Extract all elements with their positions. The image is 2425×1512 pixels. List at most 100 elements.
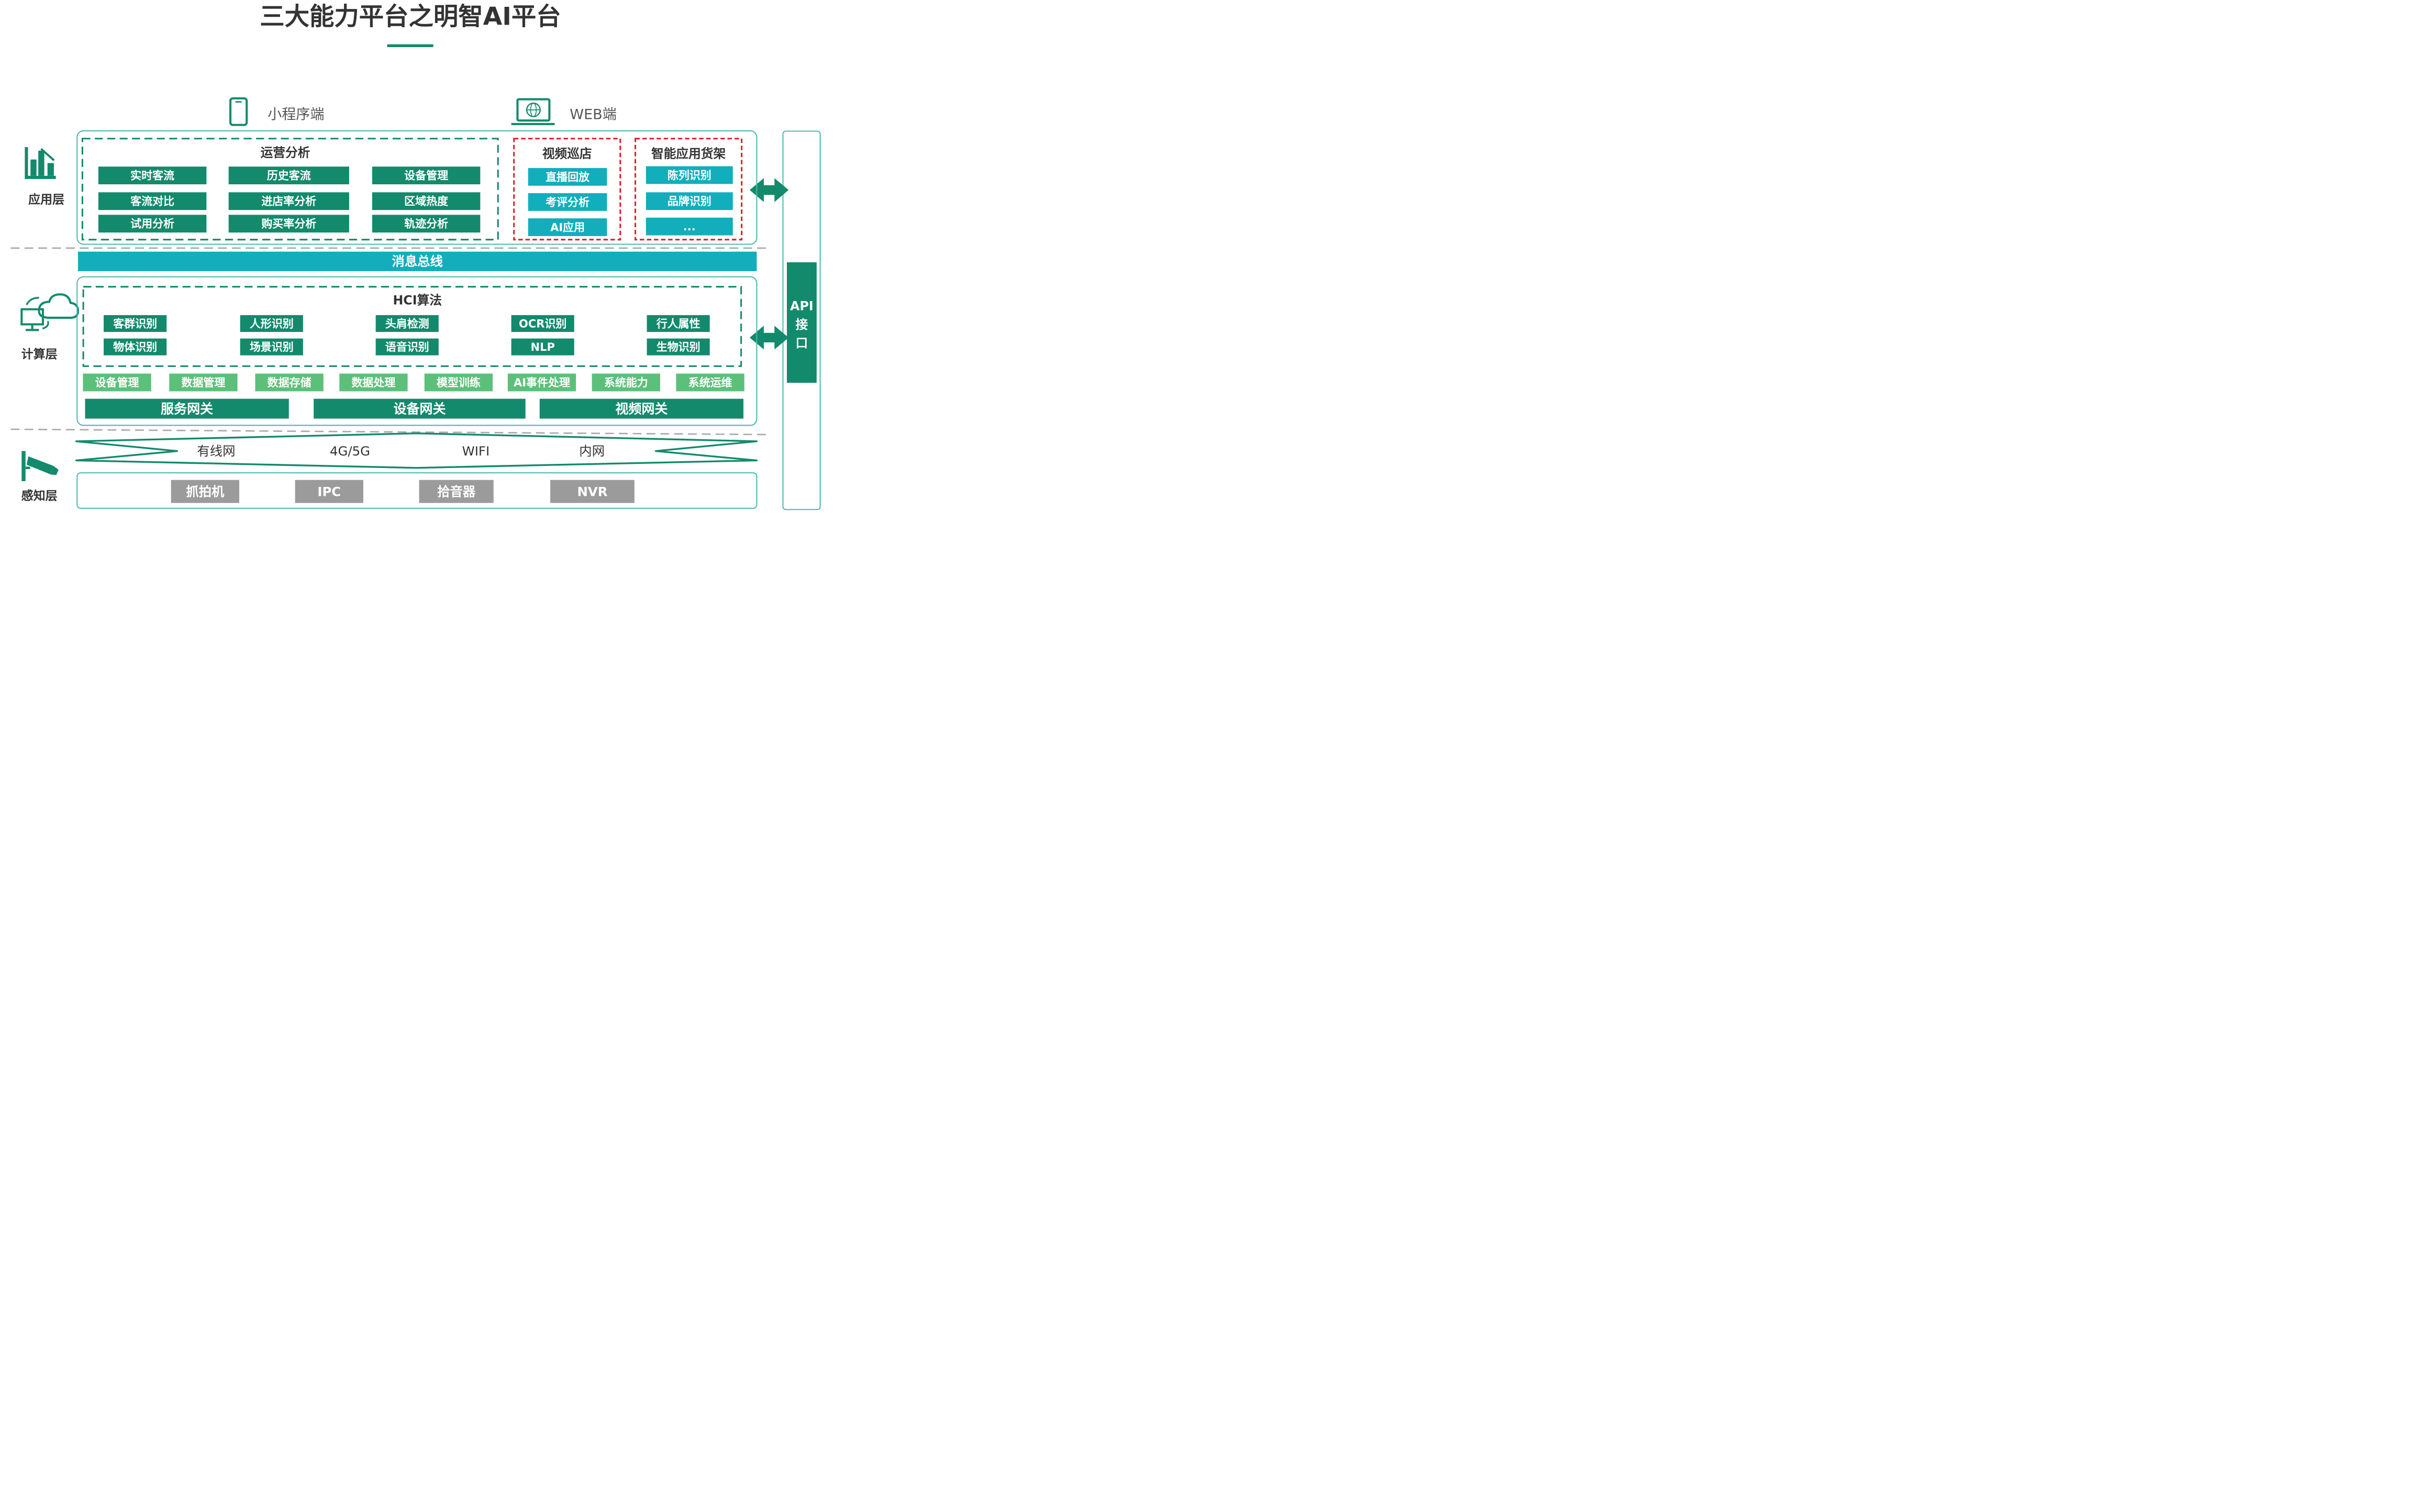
operations-item-label: 历史客流 <box>267 170 311 182</box>
hci-item-box[interactable] <box>104 338 167 355</box>
hci-item-label: 物体识别 <box>113 341 157 353</box>
device-item-box[interactable] <box>171 480 239 503</box>
layer-label-application: 应用层 <box>28 193 64 207</box>
api-box[interactable] <box>786 262 817 383</box>
capability-item-box[interactable] <box>592 373 660 392</box>
capability-item-box[interactable] <box>507 373 576 392</box>
hci-item-label: OCR识别 <box>519 318 566 330</box>
hci-item-box[interactable] <box>647 315 710 332</box>
operations-item-box[interactable] <box>98 215 207 233</box>
mini-program-label: 小程序端 <box>268 106 324 123</box>
operations-item-box[interactable] <box>98 166 207 185</box>
operations-item-label: 客流对比 <box>130 195 174 208</box>
operations-item-box[interactable] <box>98 192 207 210</box>
capability-item-box[interactable] <box>339 373 408 392</box>
operations-item-label: 设备管理 <box>404 170 448 182</box>
smart-shelf-title: 智能应用货架 <box>651 146 726 161</box>
gateway-item-box[interactable] <box>539 398 744 419</box>
capability-item-label: 模型训练 <box>437 376 481 389</box>
capability-item-label: 数据存储 <box>268 376 312 389</box>
smart-shelf-item-box[interactable] <box>646 217 733 236</box>
architecture-diagram: 三大能力平台之明智AI平台 小程序端 WEB端 API 接 口 应用层 <box>0 0 821 512</box>
hci-item-box[interactable] <box>511 338 574 355</box>
video-patrol-item-box[interactable] <box>528 193 607 211</box>
operations-item-label: 进店率分析 <box>261 195 316 208</box>
compute-layer-frame <box>76 276 758 426</box>
hci-item-box[interactable] <box>104 315 167 332</box>
hci-item-box[interactable] <box>240 315 303 332</box>
hci-item-box[interactable] <box>240 338 303 355</box>
api-label-2: 接 <box>796 317 808 332</box>
operations-item-box[interactable] <box>372 166 481 185</box>
video-patrol-item-box[interactable] <box>528 218 607 236</box>
operations-item-label: 区域热度 <box>404 195 448 208</box>
compute-api-arrow-icon <box>749 326 789 350</box>
separator-compute-perception <box>10 428 770 436</box>
smart-shelf-item-box[interactable] <box>646 166 733 184</box>
network-label: 内网 <box>579 443 605 459</box>
video-patrol-item-label: 考评分析 <box>546 196 589 208</box>
gateway-item-box[interactable] <box>85 398 289 419</box>
page-title: 三大能力平台之明智AI平台 <box>260 2 561 31</box>
gateway-item-label: 设备网关 <box>393 402 446 417</box>
device-item-label: IPC <box>317 484 341 499</box>
capability-item-label: AI事件处理 <box>514 376 570 389</box>
capability-item-label: 数据处理 <box>351 376 395 389</box>
capability-item-box[interactable] <box>676 373 744 392</box>
hci-item-box[interactable] <box>511 315 574 332</box>
api-label-1: API <box>790 298 814 313</box>
message-bus-label: 消息总线 <box>392 254 442 269</box>
capability-item-label: 系统运维 <box>688 376 732 389</box>
hci-group <box>82 286 742 367</box>
hci-item-label: 行人属性 <box>656 318 700 330</box>
hci-item-label: NLP <box>531 341 555 353</box>
capability-item-box[interactable] <box>169 373 238 392</box>
capability-item-label: 系统能力 <box>604 376 648 389</box>
device-item-box[interactable] <box>295 480 363 503</box>
smart-shelf-item-label: ... <box>683 220 696 233</box>
laptop-globe-icon <box>511 98 555 125</box>
operations-item-box[interactable] <box>228 215 349 233</box>
operations-title: 运营分析 <box>261 146 310 160</box>
device-item-box[interactable] <box>419 480 494 503</box>
layer-label-compute: 计算层 <box>21 347 58 361</box>
video-patrol-item-box[interactable] <box>528 168 607 186</box>
operations-item-label: 购买率分析 <box>261 218 316 230</box>
surveillance-camera-icon <box>21 451 59 482</box>
operations-item-box[interactable] <box>228 192 349 210</box>
gateway-item-box[interactable] <box>314 398 526 419</box>
api-frame <box>782 130 821 510</box>
capability-item-box[interactable] <box>83 373 151 392</box>
title-underline <box>387 44 433 48</box>
phone-icon <box>229 97 248 126</box>
capability-item-box[interactable] <box>424 373 493 392</box>
diagram-canvas: 三大能力平台之明智AI平台 小程序端 WEB端 API 接 口 应用层 <box>10 2 821 510</box>
gateway-items: 服务网关设备网关视频网关 <box>85 398 744 419</box>
hci-item-box[interactable] <box>375 315 439 332</box>
chart-icon <box>25 147 56 179</box>
device-item-label: NVR <box>577 484 607 499</box>
device-item-box[interactable] <box>550 480 635 503</box>
network-label: 4G/5G <box>330 443 370 459</box>
app-api-arrow-icon <box>749 178 789 202</box>
layer-label-perception: 感知层 <box>21 489 58 503</box>
operations-item-box[interactable] <box>372 215 481 233</box>
hci-item-label: 场景识别 <box>250 341 294 353</box>
hci-item-box[interactable] <box>375 338 439 355</box>
smart-shelf-item-box[interactable] <box>646 192 733 210</box>
smart-shelf-group <box>635 138 743 241</box>
operations-item-box[interactable] <box>372 192 481 210</box>
device-item-label: 抓拍机 <box>186 484 225 499</box>
capability-item-box[interactable] <box>255 373 324 392</box>
operations-item-box[interactable] <box>228 166 349 185</box>
hci-item-box[interactable] <box>647 338 710 355</box>
api-label-3: 口 <box>796 336 808 350</box>
operations-item-label: 试用分析 <box>130 218 174 230</box>
web-label: WEB端 <box>570 106 617 123</box>
capability-item-label: 设备管理 <box>95 376 139 389</box>
